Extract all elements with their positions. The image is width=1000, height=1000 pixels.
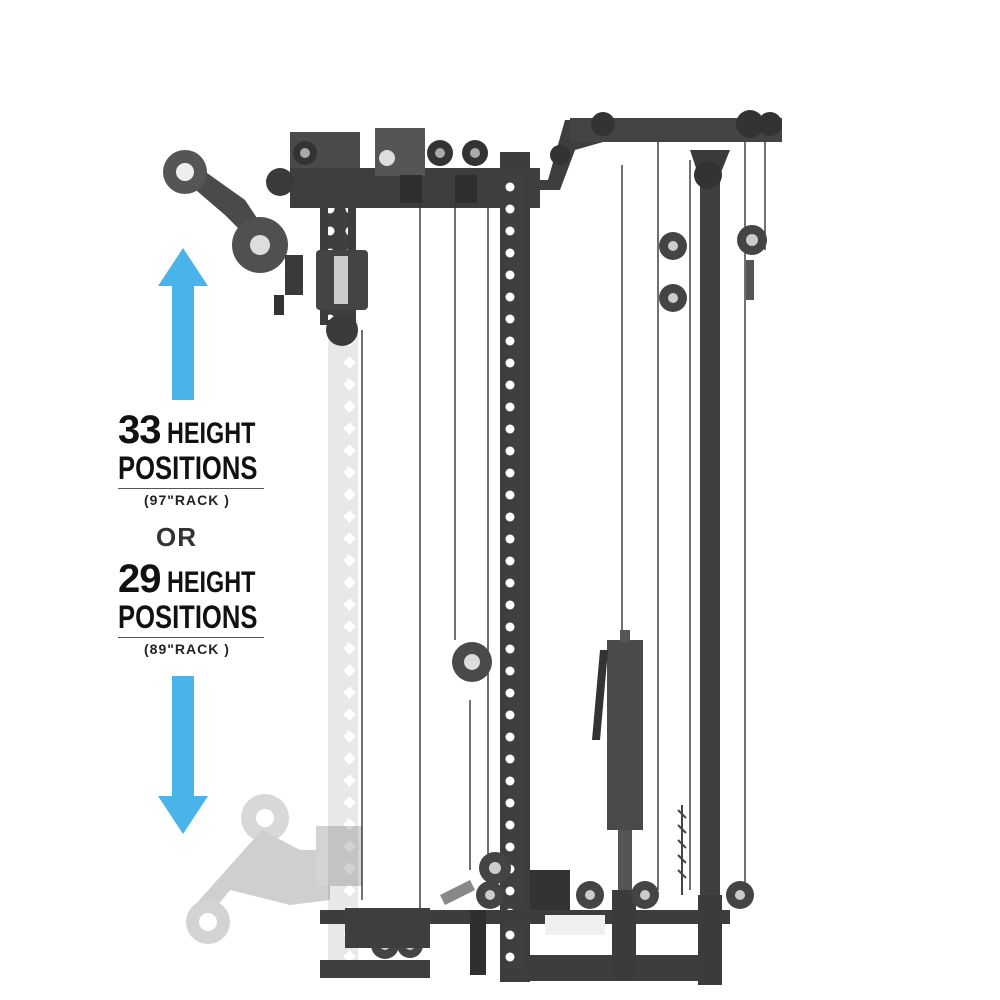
option-b-line2: POSITIONS <box>118 599 258 635</box>
option-b-note: (89"RACK ) <box>144 641 230 657</box>
divider <box>118 488 264 489</box>
ghost-lower-arm <box>186 794 362 944</box>
option-a-note: (97"RACK ) <box>144 492 230 508</box>
option-b-word: HEIGHT <box>166 566 255 599</box>
ghost-upright <box>328 320 358 975</box>
separator-text: OR <box>156 522 197 552</box>
height-positions-callout: 33 HEIGHT POSITIONS (97"RACK ) OR 29 HEI… <box>118 410 268 657</box>
up-arrow-icon <box>158 248 208 400</box>
option-a-line2: POSITIONS <box>118 450 258 486</box>
option-b-number: 29 <box>118 557 161 601</box>
down-arrow-icon <box>158 676 208 834</box>
upper-arm <box>163 150 368 346</box>
option-a-word: HEIGHT <box>166 417 255 450</box>
divider <box>118 637 264 638</box>
option-a-number: 33 <box>118 408 161 452</box>
